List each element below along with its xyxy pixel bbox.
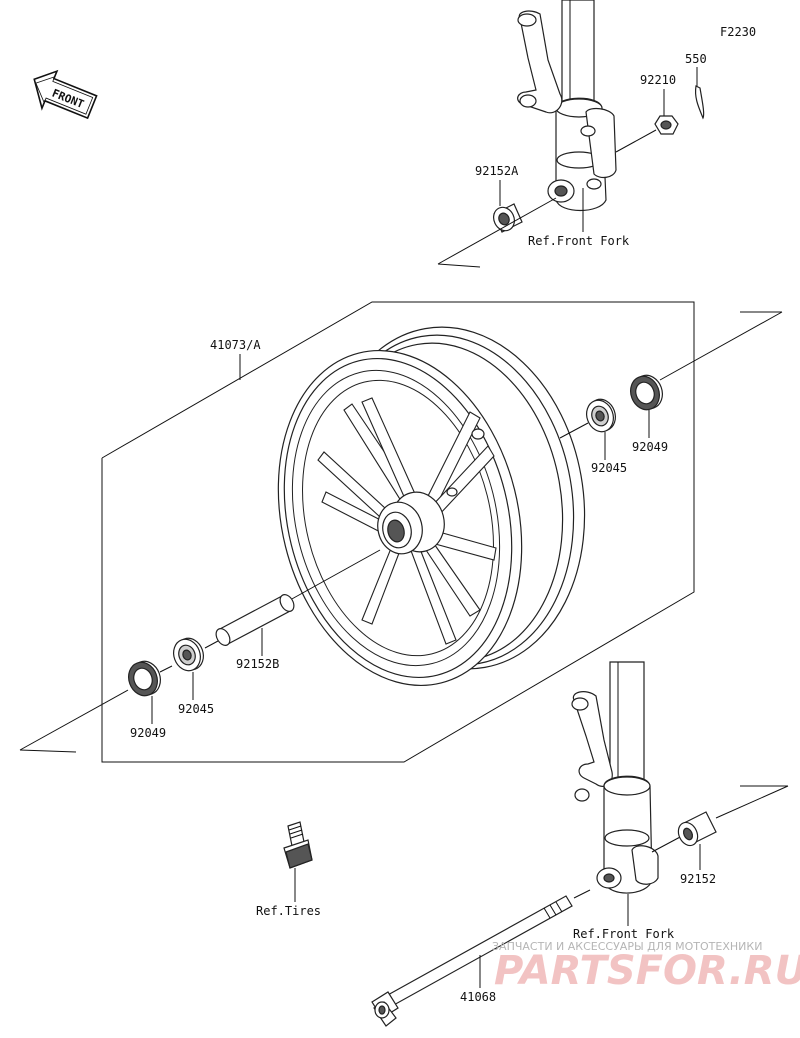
cotter-pin-550	[694, 85, 705, 120]
label-ref-front-fork-top: Ref.Front Fork	[528, 234, 630, 248]
spacer-92152	[677, 811, 717, 847]
front-fork-bottom	[571, 661, 659, 894]
label-92049-left: 92049	[130, 726, 166, 740]
spacer-92152B	[215, 594, 295, 646]
label-ref-front-fork-bottom: Ref.Front Fork	[573, 927, 675, 941]
diagram-code: F2230	[720, 25, 756, 39]
label-41068: 41068	[460, 990, 496, 1004]
seal-92049-left	[128, 660, 161, 697]
tire-valve	[283, 821, 313, 869]
label-550: 550	[685, 52, 707, 66]
collar-92152A	[493, 203, 523, 233]
label-92152: 92152	[680, 872, 716, 886]
wheel-41073A	[277, 326, 586, 687]
front-fork-top	[517, 0, 617, 211]
label-92045-right: 92045	[591, 461, 627, 475]
label-92045-left: 92045	[178, 702, 214, 716]
watermark-brand: PARTSFOR.RU	[494, 948, 800, 994]
watermark-tagline: ЗАПЧАСТИ И АКСЕССУАРЫ ДЛЯ МОТОТЕХНИКИ	[492, 940, 762, 953]
front-direction-icon: FRONT	[33, 69, 98, 120]
bearing-92045-right	[586, 398, 616, 433]
axle-41068	[371, 895, 573, 1027]
nut-92210	[654, 115, 679, 135]
label-92049-right: 92049	[632, 440, 668, 454]
label-92152B: 92152B	[236, 657, 279, 671]
label-41073A: 41073/A	[210, 338, 261, 352]
seal-92049-right	[630, 374, 663, 411]
wheel-assembly-box	[101, 301, 695, 763]
label-92152A: 92152A	[475, 164, 519, 178]
bearing-92045-left	[173, 637, 204, 672]
label-92210: 92210	[640, 73, 676, 87]
label-ref-tires: Ref.Tires	[256, 904, 321, 918]
